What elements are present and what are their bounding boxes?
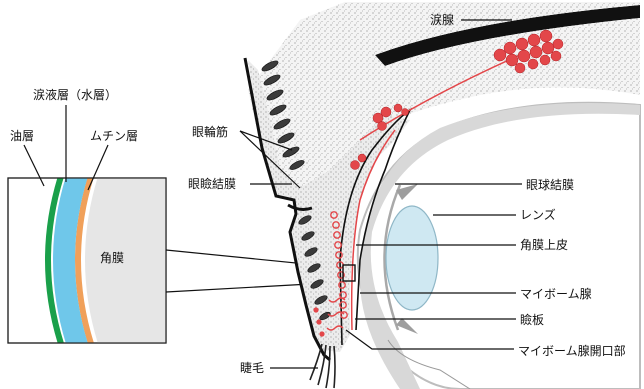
label-lens: レンズ: [520, 207, 556, 222]
label-lacrimal-gland: 涙腺: [430, 12, 454, 27]
cornea-region: [85, 170, 170, 350]
label-mucin-layer: ムチン層: [90, 129, 138, 143]
label-meibomian-orifice: マイボーム腺開口部: [518, 343, 626, 358]
label-eyelash: 睫毛: [240, 361, 264, 375]
label-oil-layer: 油層: [10, 129, 34, 143]
label-bulbar-conjunctiva: 眼球結膜: [526, 178, 574, 192]
eye-cross-section: [245, 2, 640, 389]
label-palpebral-conjunctiva: 眼瞼結膜: [188, 176, 236, 191]
label-meibomian-gland: マイボーム腺: [520, 287, 592, 301]
label-tarsus: 瞼板: [520, 312, 544, 327]
label-cornea: 角膜: [100, 251, 124, 265]
label-orbicularis: 眼輪筋: [192, 124, 228, 139]
label-water-layer: 涙液層（水層）: [33, 87, 117, 102]
lens-shape: [386, 206, 438, 310]
label-corneal-epithelium: 角膜上皮: [520, 238, 568, 252]
